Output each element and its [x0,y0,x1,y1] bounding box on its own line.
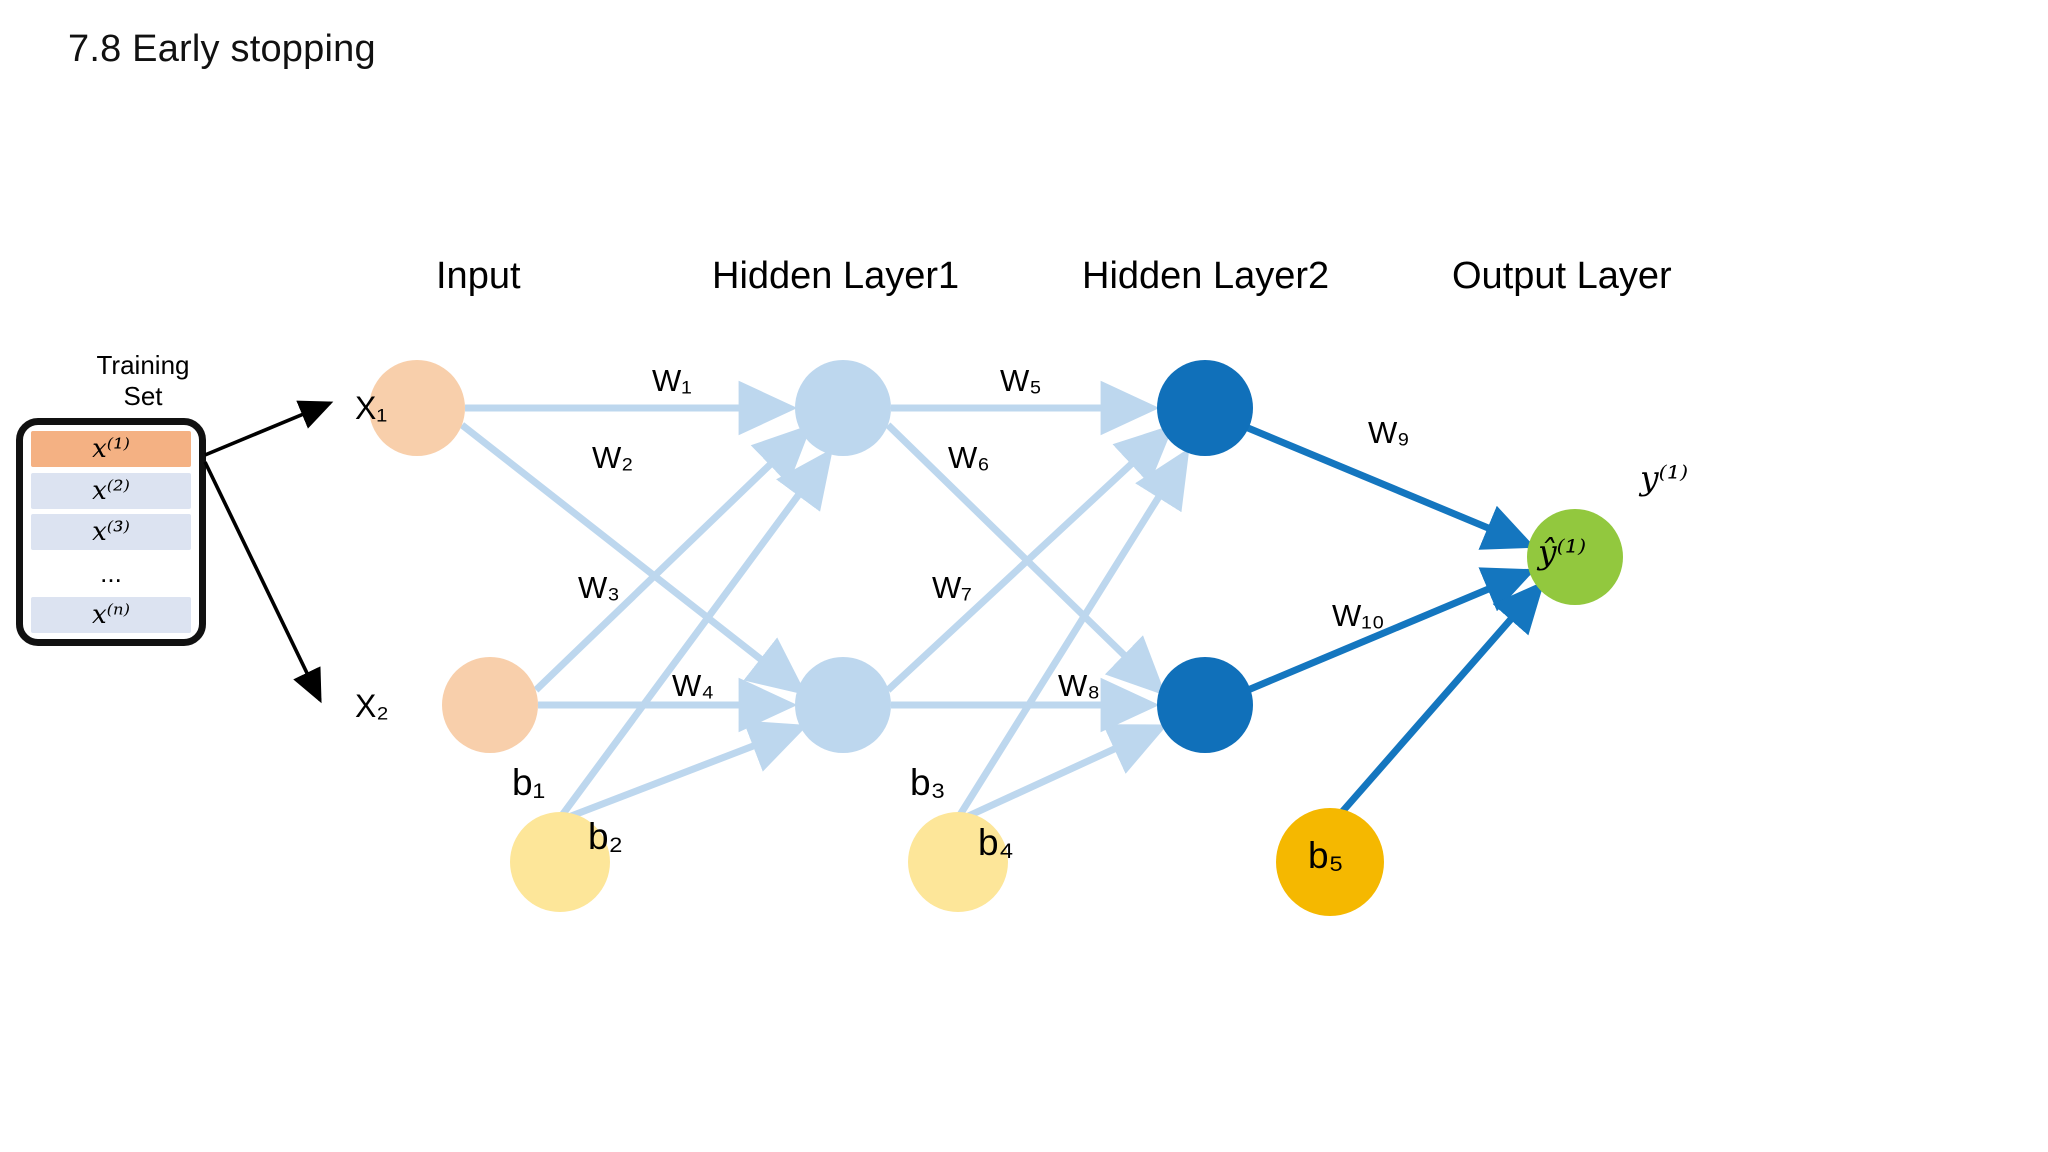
training-set-pointer-arrows [203,400,334,704]
edges-hidden1-hidden2 [885,380,1175,733]
bias-label-b4: b₄ [978,822,1014,863]
input-label-x1: X₁ [355,390,388,426]
layer-title-input: Input [436,255,521,297]
edges-bias3 [955,447,1190,822]
weight-label-w2: W₂ [592,440,634,475]
output-target-label: y⁽¹⁾ [1640,458,1689,497]
weight-label-w10: W₁₀ [1332,598,1385,633]
training-set-title-line1: Training [96,350,190,380]
node-hidden1-2[interactable] [795,657,891,753]
edges-input-hidden1 [459,380,813,733]
layer-title-hidden1: Hidden Layer1 [712,255,960,297]
training-set-row-2[interactable]: x⁽²⁾ [31,472,191,509]
training-set-row-n-label: x⁽ⁿ⁾ [92,600,130,630]
edges-hidden2-output [1246,424,1545,815]
layer-title-hidden2: Hidden Layer2 [1082,255,1330,297]
training-set-box: x⁽¹⁾ x⁽²⁾ x⁽³⁾ ... x⁽ⁿ⁾ [16,418,206,646]
training-set-row-3[interactable]: x⁽³⁾ [31,514,191,550]
training-set-row-2-label: x⁽²⁾ [92,475,130,506]
edges-bias1 [557,448,833,822]
weight-label-w4: W₄ [672,668,714,703]
page-title: 7.8 Early stopping [68,28,376,70]
weight-label-w3: W₃ [578,570,620,605]
training-set-row-n[interactable]: x⁽ⁿ⁾ [31,597,191,633]
weight-label-w8: W₈ [1058,668,1101,703]
training-set-row-3-label: x⁽³⁾ [92,517,130,547]
node-hidden1-1[interactable] [795,360,891,456]
output-node-label: ŷ⁽¹⁾ [1538,532,1587,571]
training-set-title: Training Set [48,350,238,411]
training-set-ellipsis-label: ... [100,558,122,588]
bias-label-b3: b₃ [910,762,946,803]
node-input-x1[interactable] [369,360,465,456]
node-output-yhat[interactable] [1527,509,1623,605]
bias-label-b2: b₂ [588,816,623,857]
bias-label-b1: b₁ [512,762,546,803]
node-hidden2-2[interactable] [1157,657,1253,753]
weight-label-w9: W₉ [1368,415,1410,450]
weight-label-w5: W₅ [1000,363,1042,398]
node-bias-1[interactable] [510,812,610,912]
weight-label-w7: W₇ [932,570,972,605]
training-set-title-line2: Set [123,380,163,411]
node-bias-3[interactable] [908,812,1008,912]
node-hidden2-1[interactable] [1157,360,1253,456]
node-input-x2[interactable] [442,657,538,753]
layer-title-output: Output Layer [1452,255,1672,297]
training-set-row-1[interactable]: x⁽¹⁾ [31,431,191,467]
node-bias-5[interactable] [1276,808,1384,916]
weight-label-w1: W₁ [652,363,692,398]
input-label-x2: X₂ [355,688,389,724]
training-set-row-ellipsis: ... [31,556,191,592]
bias-label-b5: b₅ [1308,835,1344,876]
weight-label-w6: W₆ [948,440,990,475]
training-set-row-1-label: x⁽¹⁾ [92,434,130,464]
